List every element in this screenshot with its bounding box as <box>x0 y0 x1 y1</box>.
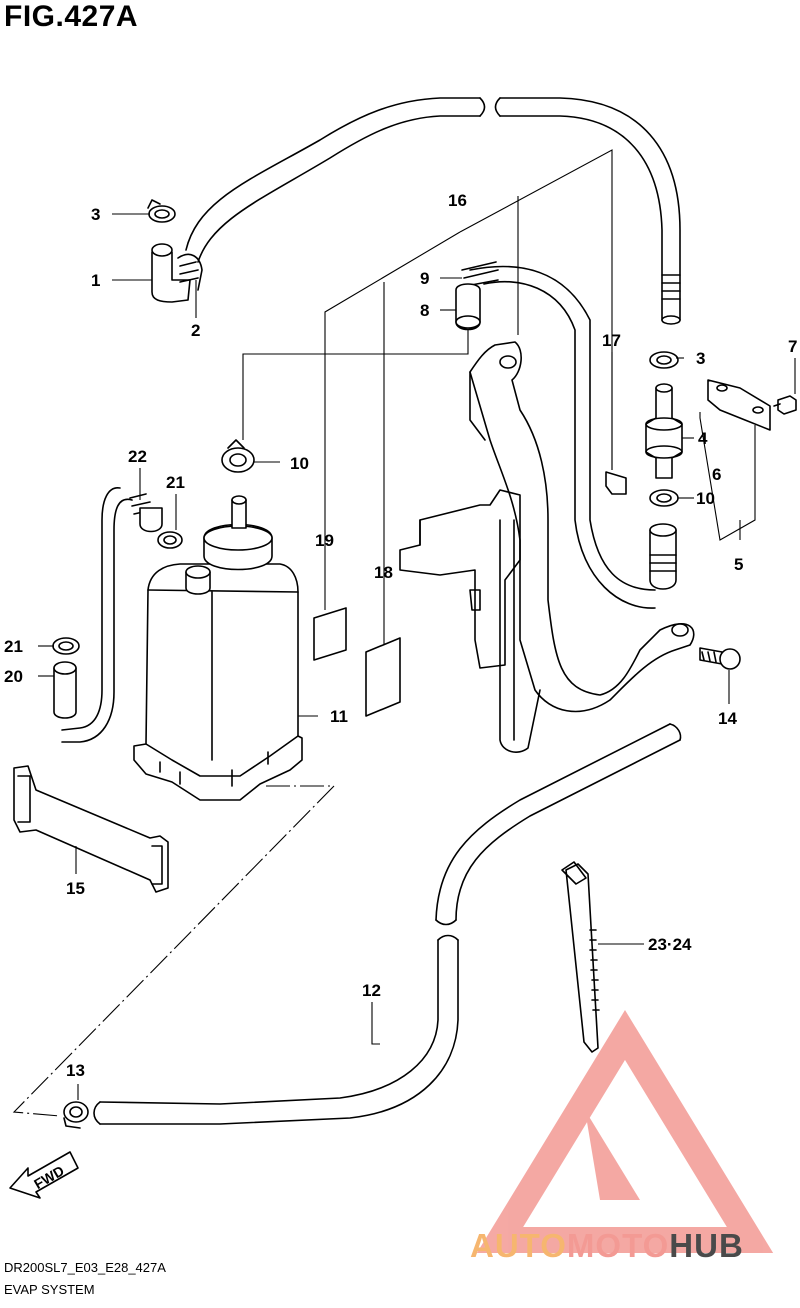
part-11-canister <box>133 495 303 801</box>
frame-bracket <box>469 341 695 713</box>
part-3-clamp-right <box>649 351 679 369</box>
frame-plate <box>399 489 521 669</box>
hose-right-lower <box>649 523 677 590</box>
callout-9: 9 <box>420 269 429 288</box>
callout-21-upper: 21 <box>166 473 185 492</box>
callout-labels: 1 2 3 3 4 5 6 7 8 9 10 10 11 12 13 14 15… <box>4 191 797 1080</box>
watermark-inner-mark <box>585 1110 640 1200</box>
callout-15: 15 <box>66 879 85 898</box>
callout-13: 13 <box>66 1061 85 1080</box>
watermark-part3: HUB <box>669 1227 744 1264</box>
callout-22: 22 <box>128 447 147 466</box>
watermark-part1: AUTO <box>470 1227 567 1264</box>
callout-16: 16 <box>448 191 467 210</box>
svg-text:AUTOMOTOHUB: AUTOMOTOHUB <box>470 1227 744 1264</box>
callout-19: 19 <box>315 531 334 550</box>
part-4-valve <box>645 383 683 479</box>
callout-18: 18 <box>374 563 393 582</box>
callout-5: 5 <box>734 555 743 574</box>
part-13-clamp <box>63 1101 89 1129</box>
part-17-clip <box>605 471 627 495</box>
watermark-text: AUTOMOTOHUB <box>470 1227 744 1264</box>
callout-3-right: 3 <box>696 349 705 368</box>
callout-4: 4 <box>698 429 708 448</box>
callout-23-24: 23·24 <box>648 935 692 954</box>
callout-10-left: 10 <box>290 454 309 473</box>
callout-2: 2 <box>191 321 200 340</box>
callout-1: 1 <box>91 271 100 290</box>
label-19-sticker <box>313 607 347 661</box>
leader-lines <box>38 213 796 1100</box>
callout-20: 20 <box>4 667 23 686</box>
part-10-clamp-right <box>649 489 679 507</box>
part-23-24-cable-tie <box>561 861 600 1053</box>
part-1-elbow-fitting <box>151 243 203 303</box>
callout-8: 8 <box>420 301 429 320</box>
callout-6: 6 <box>712 465 721 484</box>
callout-21-lower: 21 <box>4 637 23 656</box>
hose-9-line <box>461 261 656 609</box>
part-20-fitting <box>53 661 77 719</box>
fwd-arrow: FWD <box>9 1151 79 1199</box>
callout-11: 11 <box>330 707 348 726</box>
model-code: DR200SL7_E03_E28_427A <box>4 1260 166 1275</box>
section-name: EVAP SYSTEM <box>4 1282 95 1297</box>
lower-u-tube <box>499 519 541 753</box>
part-14-bolt <box>699 647 741 670</box>
callout-10-right: 10 <box>696 489 715 508</box>
part-3-clamp-upper <box>147 199 176 223</box>
part-21-clamp-lower <box>52 637 80 655</box>
part-8-joint <box>455 283 481 331</box>
callout-14: 14 <box>718 709 737 728</box>
part-7-bolt <box>773 395 797 415</box>
callout-3-upper: 3 <box>91 205 100 224</box>
callout-17: 17 <box>602 331 621 350</box>
callout-12: 12 <box>362 981 381 1000</box>
callout-7: 7 <box>788 337 797 356</box>
watermark-triangle <box>476 1010 774 1253</box>
part-21-clamp-upper <box>157 531 183 549</box>
figure-title: FIG.427A <box>4 0 139 33</box>
watermark-part2: MOTO <box>567 1227 669 1264</box>
hose-2-upper <box>185 97 681 325</box>
part-6-bracket <box>699 379 771 541</box>
part-15-strap <box>13 765 169 893</box>
leader-canister-to-13 <box>12 785 336 1117</box>
part-10-clamp-left <box>221 330 469 473</box>
watermark-logo <box>476 1010 774 1253</box>
part-12-drain-hose <box>93 723 682 1125</box>
label-18-sticker <box>365 637 401 717</box>
hose-22 <box>61 487 163 743</box>
